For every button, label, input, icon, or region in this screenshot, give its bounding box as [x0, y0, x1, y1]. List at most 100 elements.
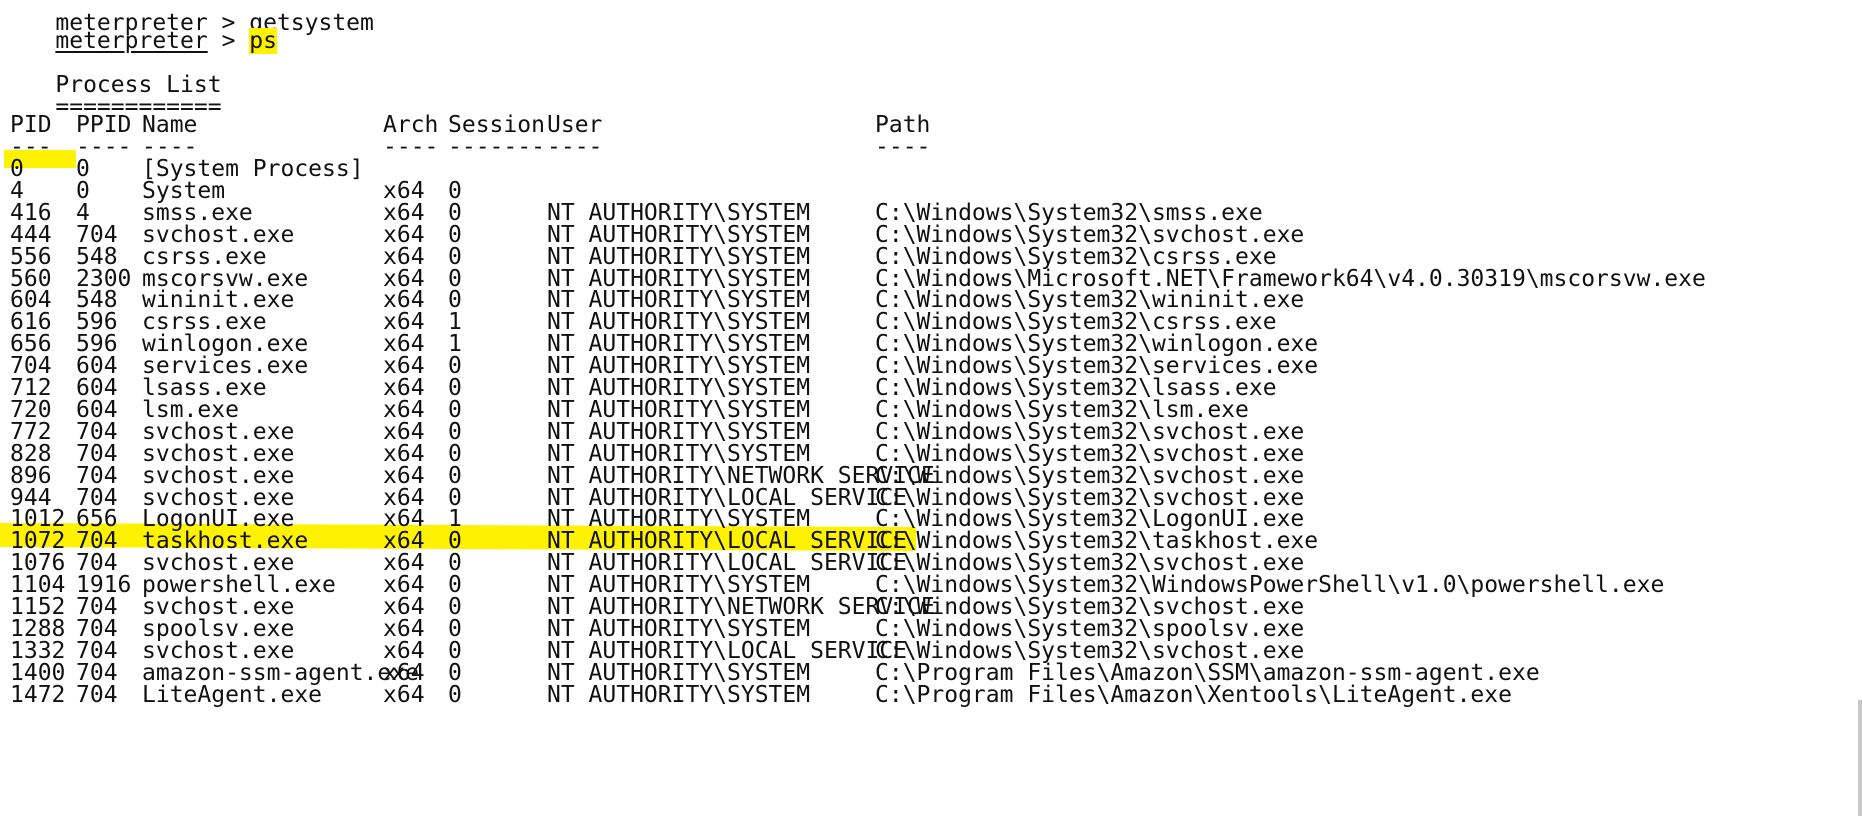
- cell-ppid: 0: [76, 156, 90, 182]
- cell-name: amazon-ssm-agent.exe: [142, 659, 419, 686]
- cell-name: svchost.exe: [142, 484, 295, 511]
- cell-name: svchost.exe: [142, 221, 295, 248]
- column-ppid: PPID: [76, 112, 132, 138]
- cell-ppid: 704: [76, 440, 118, 467]
- cell-name: svchost.exe: [142, 594, 295, 620]
- cell-pid: 616: [10, 309, 52, 336]
- cell-name: smss.exe: [142, 199, 253, 226]
- cell-pid: 416: [10, 199, 52, 226]
- cell-path: C:\Windows\System32\smss.exe: [875, 199, 1263, 226]
- column-path: Path: [875, 112, 931, 138]
- cell-ppid: 704: [76, 418, 118, 445]
- cell-name: svchost.exe: [142, 418, 295, 445]
- cell-user: NT AUTHORITY\SYSTEM: [547, 331, 811, 358]
- cell-path: C:\Windows\System32\svchost.exe: [875, 484, 1305, 511]
- cell-arch: x64: [383, 353, 425, 380]
- cell-pid: 4: [10, 177, 24, 204]
- cell-path: C:\Windows\System32\svchost.exe: [875, 462, 1305, 489]
- cell-arch: x64: [383, 177, 425, 204]
- cell-user: NT AUTHORITY\LOCAL SERVICE: [547, 637, 908, 664]
- vertical-scrollbar[interactable]: [1858, 700, 1862, 816]
- cell-arch: x64: [383, 396, 425, 423]
- cell-session: 0: [448, 528, 462, 555]
- cell-name: svchost.exe: [142, 462, 295, 489]
- cell-user: NT AUTHORITY\SYSTEM: [547, 681, 811, 708]
- cell-ppid: 596: [76, 331, 118, 358]
- separator-session: -------: [448, 134, 545, 160]
- cell-user: NT AUTHORITY\NETWORK SERVICE: [547, 462, 935, 489]
- command-text: ps: [249, 28, 277, 54]
- cell-path: C:\Windows\System32\lsm.exe: [875, 396, 1249, 423]
- cell-session: 0: [448, 177, 462, 204]
- cell-name: LogonUI.exe: [142, 506, 295, 533]
- cell-user: NT AUTHORITY\LOCAL SERVICE: [547, 484, 908, 511]
- cell-path: C:\Windows\System32\spoolsv.exe: [875, 615, 1305, 642]
- cell-path: C:\Windows\System32\taskhost.exe: [875, 528, 1319, 555]
- cell-path: C:\Windows\System32\svchost.exe: [875, 221, 1305, 248]
- cell-session: 0: [448, 396, 462, 423]
- cell-name: lsass.exe: [142, 375, 267, 401]
- cell-name: csrss.exe: [142, 243, 267, 270]
- cell-name: svchost.exe: [142, 637, 295, 664]
- cell-ppid: 596: [76, 309, 118, 336]
- cell-ppid: 656: [76, 506, 118, 533]
- cell-arch: x64: [383, 199, 425, 226]
- cell-ppid: 704: [76, 550, 118, 577]
- cell-user: NT AUTHORITY\SYSTEM: [547, 221, 811, 248]
- title-underline: ============: [0, 68, 221, 120]
- cell-session: 0: [448, 265, 462, 292]
- cell-session: 0: [448, 221, 462, 248]
- cell-ppid: 704: [76, 594, 118, 620]
- cell-user: NT AUTHORITY\SYSTEM: [547, 199, 811, 226]
- cell-name: lsm.exe: [142, 396, 239, 423]
- cell-pid: 1072: [10, 528, 66, 555]
- cell-user: NT AUTHORITY\SYSTEM: [547, 572, 811, 599]
- cell-user: NT AUTHORITY\SYSTEM: [547, 353, 811, 380]
- cell-name: mscorsvw.exe: [142, 265, 309, 292]
- cell-arch: x64: [383, 659, 425, 686]
- column-pid: PID: [10, 112, 52, 138]
- cell-arch: x64: [383, 594, 425, 620]
- cell-session: 0: [448, 243, 462, 270]
- cell-name: svchost.exe: [142, 550, 295, 577]
- cell-ppid: 604: [76, 375, 118, 401]
- cell-arch: x64: [383, 418, 425, 445]
- cell-session: 0: [448, 572, 462, 599]
- cell-session: 0: [448, 287, 462, 314]
- cell-pid: 828: [10, 440, 52, 467]
- cell-pid: 1472: [10, 681, 66, 708]
- cell-pid: 1104: [10, 572, 66, 599]
- cell-user: NT AUTHORITY\SYSTEM: [547, 265, 811, 292]
- separator-name: ----: [142, 134, 198, 160]
- cell-pid: 656: [10, 331, 52, 358]
- separator-user: ----: [547, 134, 603, 160]
- cell-arch: x64: [383, 528, 425, 555]
- cell-session: 1: [448, 309, 462, 336]
- cell-arch: x64: [383, 637, 425, 664]
- column-arch: Arch: [383, 112, 439, 138]
- cell-user: NT AUTHORITY\SYSTEM: [547, 396, 811, 423]
- cell-arch: x64: [383, 462, 425, 489]
- cell-path: C:\Windows\System32\svchost.exe: [875, 594, 1305, 620]
- cell-pid: 1076: [10, 550, 66, 577]
- cell-user: NT AUTHORITY\NETWORK SERVICE: [547, 594, 935, 620]
- cell-name: System: [142, 177, 226, 204]
- cell-arch: x64: [383, 484, 425, 511]
- cell-session: 0: [448, 681, 462, 708]
- cell-pid: 1152: [10, 594, 66, 620]
- cell-path: C:\Windows\System32\svchost.exe: [875, 550, 1305, 577]
- cell-arch: x64: [383, 265, 425, 292]
- cell-path: C:\Program Files\Amazon\Xentools\LiteAge…: [875, 681, 1512, 708]
- cell-path: C:\Windows\System32\svchost.exe: [875, 637, 1305, 664]
- cell-arch: x64: [383, 287, 425, 314]
